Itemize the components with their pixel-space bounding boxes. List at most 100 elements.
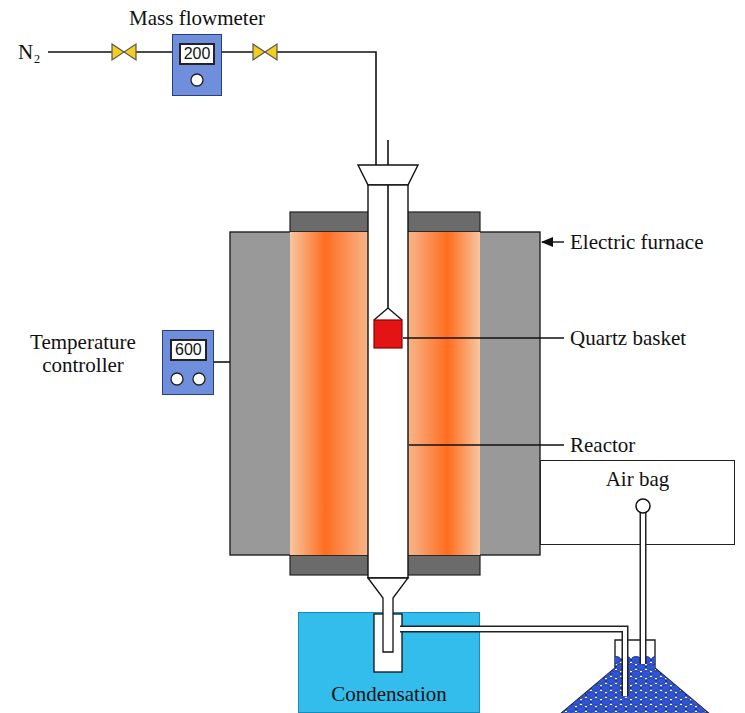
bead bbox=[611, 685, 620, 692]
bead bbox=[671, 657, 680, 664]
bead bbox=[636, 678, 645, 685]
bead bbox=[706, 692, 715, 699]
gas-pipe bbox=[400, 629, 625, 696]
control-wire bbox=[214, 361, 230, 363]
bead bbox=[571, 699, 580, 706]
gas-pipe bbox=[400, 629, 625, 696]
bead bbox=[581, 671, 590, 678]
gas-pipe bbox=[640, 512, 647, 664]
bead bbox=[681, 671, 690, 678]
bead bbox=[681, 699, 690, 706]
bead bbox=[646, 678, 655, 685]
bead bbox=[681, 657, 690, 664]
bead bbox=[666, 706, 675, 713]
bead bbox=[566, 678, 575, 685]
bead bbox=[551, 685, 560, 692]
bead bbox=[711, 671, 720, 678]
bead bbox=[641, 685, 650, 692]
bead bbox=[561, 685, 570, 692]
bead bbox=[611, 657, 620, 664]
gas-line bbox=[48, 51, 172, 53]
bead bbox=[701, 685, 710, 692]
bead bbox=[666, 664, 675, 671]
bead bbox=[571, 685, 580, 692]
reactor-tube bbox=[368, 185, 408, 578]
bead bbox=[561, 671, 570, 678]
bead bbox=[586, 706, 595, 713]
bead bbox=[666, 678, 675, 685]
bead bbox=[561, 699, 570, 706]
bead bbox=[631, 671, 640, 678]
bead bbox=[636, 692, 645, 699]
bead bbox=[611, 671, 620, 678]
bead bbox=[711, 685, 720, 692]
bead bbox=[691, 671, 700, 678]
box-label: Condensation bbox=[331, 682, 447, 706]
knob bbox=[171, 373, 183, 385]
bead bbox=[596, 692, 605, 699]
bead bbox=[646, 692, 655, 699]
heating-zone bbox=[290, 232, 368, 555]
bead bbox=[561, 657, 570, 664]
bead bbox=[646, 664, 655, 671]
bead bbox=[591, 671, 600, 678]
display-reading: 600 bbox=[170, 339, 207, 361]
box-label: Air bag bbox=[606, 467, 670, 491]
bead bbox=[676, 706, 685, 713]
controller-box: Temperature controller600 bbox=[162, 330, 214, 395]
bead bbox=[626, 706, 635, 713]
gas-label: N₂ bbox=[18, 40, 41, 64]
bead bbox=[606, 706, 615, 713]
valve-symbol bbox=[112, 44, 136, 60]
bead bbox=[686, 692, 695, 699]
bead bbox=[701, 699, 710, 706]
bead bbox=[586, 678, 595, 685]
bead bbox=[691, 685, 700, 692]
bead bbox=[601, 685, 610, 692]
device-name: Mass flowmeter bbox=[129, 7, 265, 30]
bead bbox=[711, 657, 720, 664]
bead bbox=[691, 657, 700, 664]
knob bbox=[191, 74, 203, 86]
bead bbox=[711, 699, 720, 706]
bead bbox=[706, 678, 715, 685]
bead bbox=[636, 706, 645, 713]
hanging-rod bbox=[387, 185, 389, 308]
absorption-flask bbox=[558, 640, 712, 713]
bead bbox=[556, 678, 565, 685]
bead bbox=[676, 678, 685, 685]
bead bbox=[696, 678, 705, 685]
bead bbox=[656, 678, 665, 685]
bead bbox=[591, 699, 600, 706]
bead bbox=[591, 657, 600, 664]
bead bbox=[631, 657, 640, 664]
part-label: Reactor bbox=[570, 433, 635, 457]
bead bbox=[676, 664, 685, 671]
bead bbox=[671, 685, 680, 692]
bead bbox=[646, 706, 655, 713]
bead bbox=[636, 664, 645, 671]
bead bbox=[651, 657, 660, 664]
bead bbox=[686, 706, 695, 713]
part-label: Electric furnace bbox=[570, 230, 704, 254]
bead bbox=[706, 706, 715, 713]
bead bbox=[551, 657, 560, 664]
bead bbox=[551, 671, 560, 678]
bead bbox=[651, 685, 660, 692]
bead bbox=[631, 685, 640, 692]
reactor-funnel bbox=[358, 165, 418, 185]
bead bbox=[576, 692, 585, 699]
quartz-basket bbox=[374, 320, 402, 348]
bead bbox=[576, 706, 585, 713]
bead bbox=[696, 664, 705, 671]
bead bbox=[696, 706, 705, 713]
bead bbox=[596, 706, 605, 713]
bead bbox=[601, 657, 610, 664]
bead bbox=[671, 671, 680, 678]
bead bbox=[661, 657, 670, 664]
bead bbox=[656, 692, 665, 699]
heating-zone bbox=[408, 232, 480, 555]
bead bbox=[576, 678, 585, 685]
bead bbox=[586, 664, 595, 671]
bead bbox=[641, 699, 650, 706]
